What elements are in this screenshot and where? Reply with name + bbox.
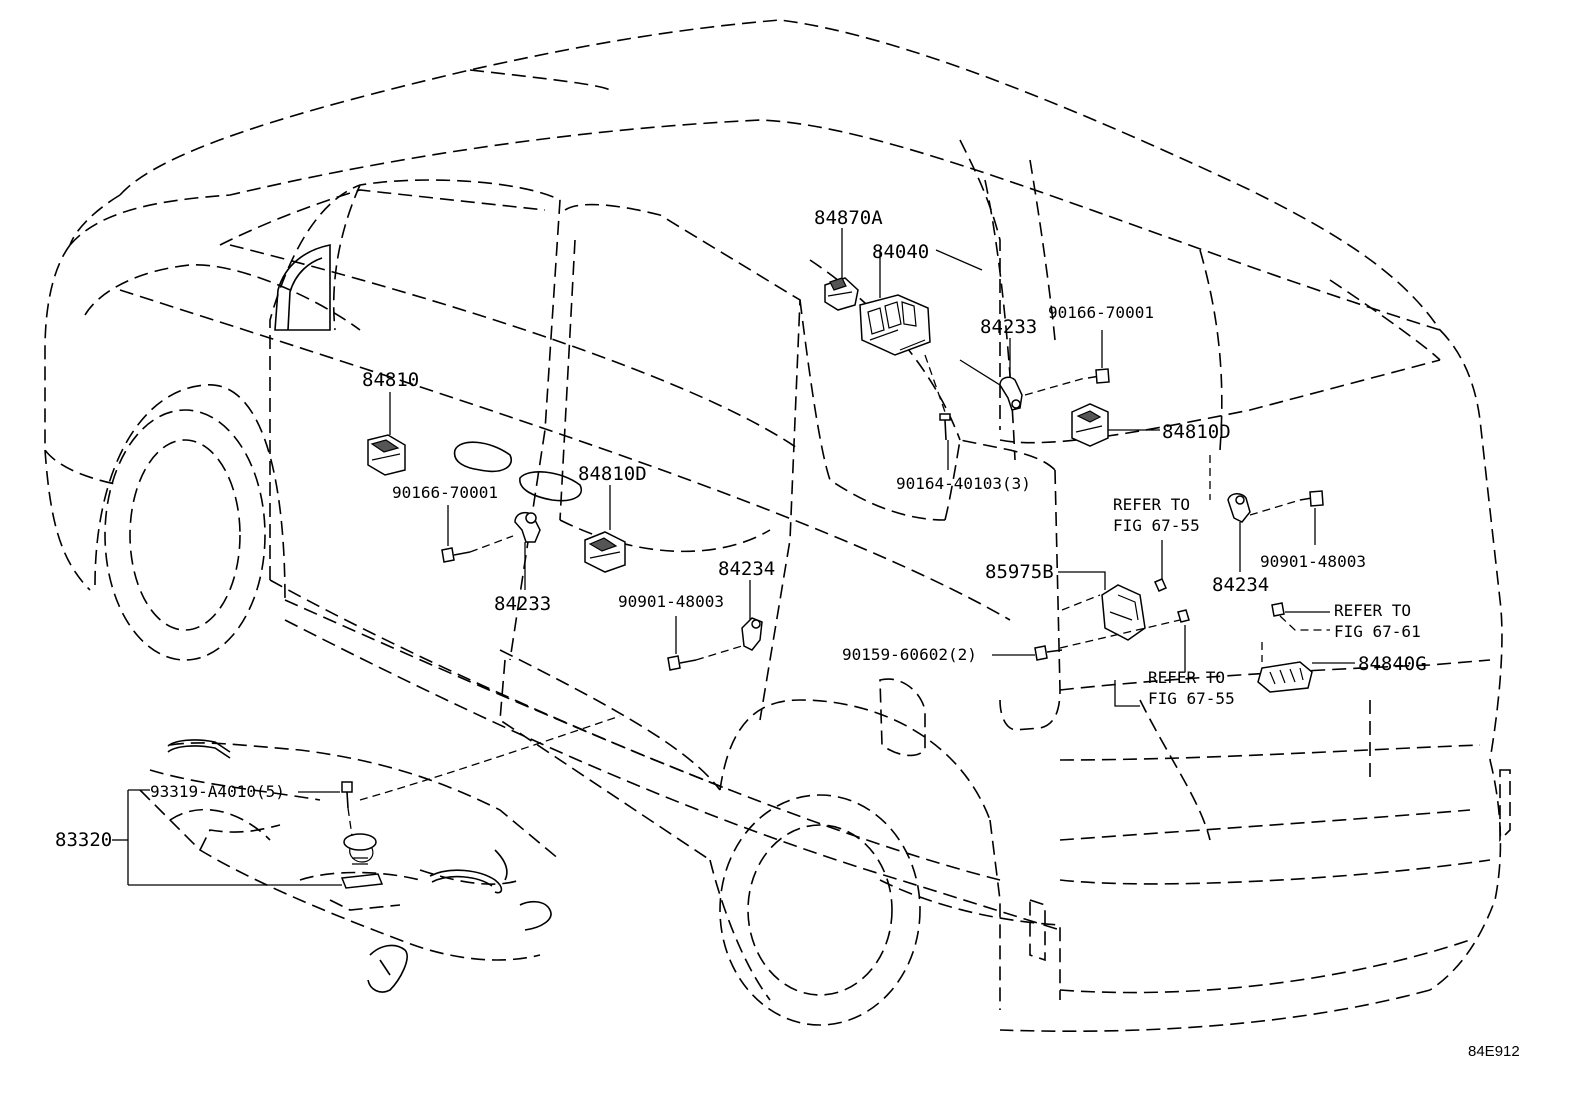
label-90901-mid: 90901-48003 [618, 592, 724, 611]
label-84233-lower: 84233 [494, 593, 551, 615]
label-84233-upper: 84233 [980, 316, 1037, 338]
part-84810-switch[interactable] [367, 434, 406, 476]
part-90159-screw[interactable] [1034, 645, 1063, 661]
floor-panel [139, 739, 561, 993]
label-refer-lower-line1: REFER TO [1148, 668, 1225, 687]
part-lower-clip[interactable] [1177, 609, 1190, 623]
label-90166-upper: 90166-70001 [1048, 303, 1154, 322]
label-90159: 90159-60602(2) [842, 645, 977, 664]
part-85975B-sensor[interactable] [1101, 584, 1146, 641]
part-90166-left-screw[interactable] [441, 547, 471, 563]
label-84234-mid: 84234 [718, 558, 775, 580]
label-84870A: 84870A [814, 207, 883, 229]
part-90166-upper-screw[interactable] [1087, 368, 1110, 384]
label-refer-right-line1: REFER TO [1334, 601, 1411, 620]
part-84870A-switch[interactable] [824, 277, 859, 311]
label-83320: 83320 [55, 829, 112, 851]
label-93319: 93319-A4010(5) [150, 782, 285, 801]
label-90166-left: 90166-70001 [392, 483, 498, 502]
part-84040-master-switch[interactable] [859, 294, 931, 356]
label-84840G: 84840G [1358, 653, 1427, 675]
label-85975B: 85975B [985, 561, 1054, 583]
diagram-id-label: 84E912 [1468, 1043, 1520, 1060]
label-84810: 84810 [362, 369, 419, 391]
label-90164: 90164-40103(3) [896, 474, 1031, 493]
part-84234-mid-switch[interactable] [741, 617, 763, 651]
label-84040: 84040 [872, 241, 929, 263]
part-85975B-clip[interactable] [1154, 578, 1167, 592]
label-84810D-right: 84810D [1162, 421, 1231, 443]
part-84234-right-switch[interactable] [1227, 493, 1251, 523]
vehicle-body-outline [44, 19, 1511, 1032]
part-84233-upper-switch[interactable] [999, 376, 1023, 411]
label-refer-upper-line2: FIG 67-55 [1113, 516, 1200, 535]
part-90901-right-screw[interactable] [1299, 490, 1324, 507]
part-84840G-switch[interactable] [1257, 661, 1313, 693]
label-refer-right-line2: FIG 67-61 [1334, 622, 1421, 641]
part-83320-assembly[interactable] [340, 833, 384, 889]
part-right-clip[interactable] [1271, 602, 1285, 617]
label-84810D-mid: 84810D [578, 463, 647, 485]
label-refer-lower-line2: FIG 67-55 [1148, 689, 1235, 708]
callout-labels: 84870A 84040 84233 90166-70001 84810 848… [55, 207, 1520, 1060]
part-84810D-mid-switch[interactable] [584, 531, 626, 573]
part-84810D-right-switch[interactable] [1071, 403, 1109, 447]
part-93319-screw[interactable] [341, 781, 353, 809]
part-84233-lower-switch[interactable] [514, 511, 541, 543]
label-90901-right: 90901-48003 [1260, 552, 1366, 571]
leader-lines [112, 228, 1355, 886]
part-90164-screw[interactable] [939, 413, 951, 441]
label-refer-upper-line1: REFER TO [1113, 495, 1190, 514]
label-84234-right: 84234 [1212, 574, 1269, 596]
part-90901-mid-screw[interactable] [667, 655, 697, 671]
